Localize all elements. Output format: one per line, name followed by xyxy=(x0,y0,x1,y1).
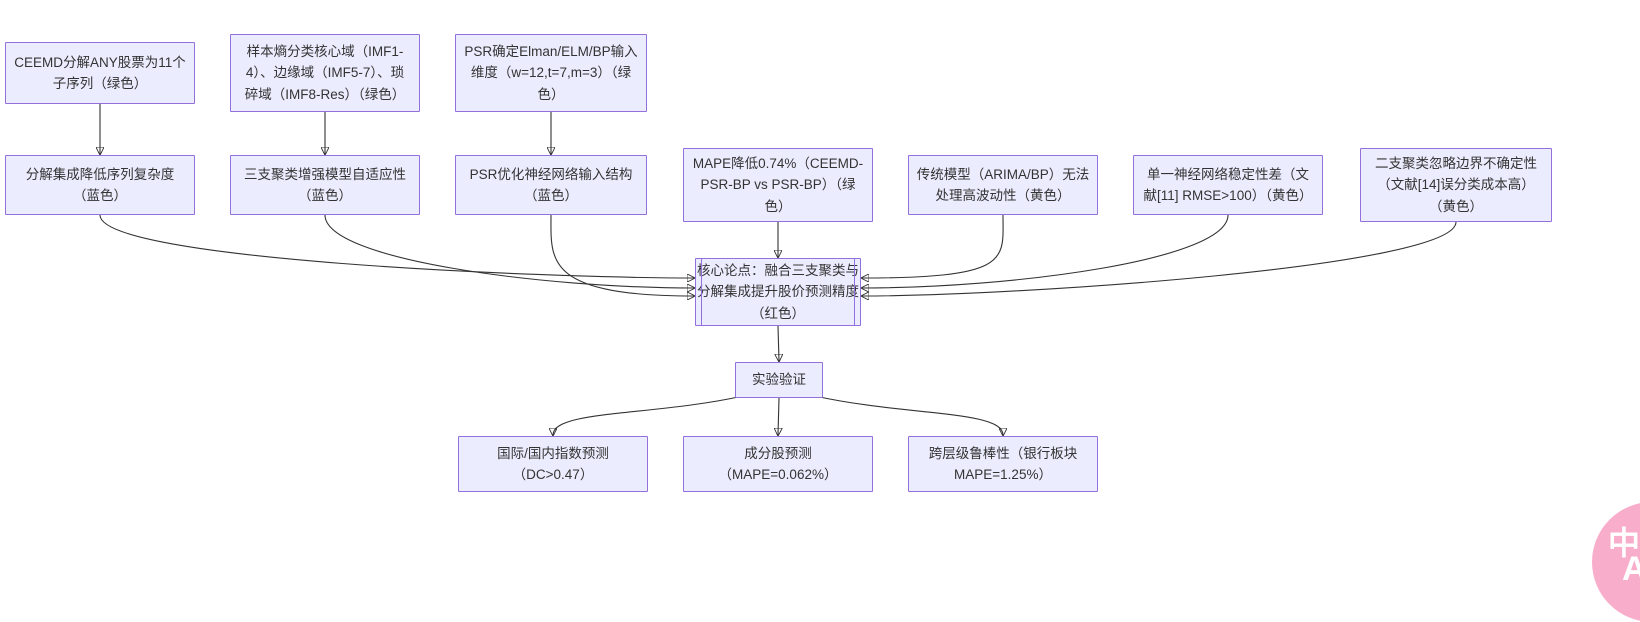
edge-I-K xyxy=(862,214,1229,288)
flow-node-I-line: 献[11] RMSE>100）（黄色） xyxy=(1143,188,1313,203)
flow-node-L-line: 实验验证 xyxy=(752,372,806,388)
flow-node-I-line: 单一神经网络稳定性差（文 xyxy=(1147,166,1309,182)
edge-L-O xyxy=(814,395,1003,435)
edge-K-L xyxy=(778,325,779,361)
flow-node-O: 跨层级鲁棒性（银行板块 MAPE=1.25%） xyxy=(908,436,1098,492)
flow-node-F: PSR优化神经网络输入结构 （蓝色） xyxy=(455,155,647,215)
edge-L-N xyxy=(778,397,779,435)
flow-node-J: 二支聚类忽略边界不确定性 （文献[14]误分类成本高） （黄色） xyxy=(1360,148,1552,222)
flow-node-D: 分解集成降低序列复杂度 （蓝色） xyxy=(5,155,195,215)
flow-node-N-line: （MAPE=0.062%） xyxy=(718,467,838,482)
flow-node-B-line: 4）、边缘域（IMF5-7）、琐 xyxy=(245,65,405,81)
flow-node-E-line: 三支聚类增强模型自适应性 xyxy=(244,166,406,182)
flow-node-C: PSR确定Elman/ELM/BP输入维度（w=12,t=7,m=3）（绿色） xyxy=(455,34,647,112)
flow-node-M-line: （DC>0.47） xyxy=(512,467,594,482)
flow-node-J-line: （黄色） xyxy=(1429,198,1483,214)
flow-node-B-line: 样本熵分类核心域（IMF1- xyxy=(246,44,404,59)
flow-node-M: 国际/国内指数预测 （DC>0.47） xyxy=(458,436,648,492)
flow-node-K: 核心论点：融合三支聚类与分解集成提升股价预测精度 （红色） xyxy=(695,258,861,326)
flow-node-B-line: 碎域（IMF8-Res）（绿色） xyxy=(244,86,406,102)
flow-node-F-line: PSR优化神经网络输入结构 xyxy=(469,166,633,182)
flow-node-M-line: 国际/国内指数预测 xyxy=(497,445,609,461)
flow-node-F-line: （蓝色） xyxy=(524,188,578,203)
flow-node-D-line: 分解集成降低序列复杂度 xyxy=(25,166,175,182)
flow-node-C-line: PSR确定Elman/ELM/BP输入 xyxy=(464,44,638,59)
flowchart-canvas: CEEMD分解ANY股票为11个子序列（绿色） 样本熵分类核心域（IMF1- 4）、… xyxy=(5,34,1640,622)
translate-badge-label-zh: 中 xyxy=(1608,525,1640,561)
flow-node-G-line: PSR-BP vs PSR-BP）（绿 xyxy=(700,177,856,193)
edge-H-K xyxy=(862,214,1004,278)
flow-node-C-line: 维度（w=12,t=7,m=3）（绿 xyxy=(470,65,632,81)
translate-badge[interactable]: 中 A xyxy=(1592,502,1640,622)
translate-badge-label-en: A xyxy=(1622,550,1640,588)
flow-node-J-line: 二支聚类忽略边界不确定性 xyxy=(1375,156,1537,171)
flow-node-H-line: 传统模型（ARIMA/BP）无法 xyxy=(916,166,1090,182)
flow-node-E-line: （蓝色） xyxy=(298,188,352,203)
edge-F-K xyxy=(550,214,694,296)
flow-node-G: MAPE降低0.74%（CEEMD- PSR-BP vs PSR-BP）（绿色） xyxy=(683,148,873,222)
flow-node-L: 实验验证 xyxy=(735,362,823,398)
flow-node-J-line: （文献[14]误分类成本高） xyxy=(1377,177,1535,193)
flow-node-A: CEEMD分解ANY股票为11个子序列（绿色） xyxy=(5,42,195,104)
flow-node-K-line: 核心论点：融合三支聚类与 xyxy=(697,263,859,279)
edge-D-K xyxy=(99,214,694,278)
edge-L-M xyxy=(553,395,744,435)
flow-node-A-line: CEEMD分解ANY股票为11个 xyxy=(14,54,186,70)
flow-node-N-line: 成分股预测 xyxy=(744,445,812,461)
flow-node-K-line: （红色） xyxy=(751,305,805,321)
flow-node-A-line: 子序列（绿色） xyxy=(52,76,148,91)
flow-node-G-line: MAPE降低0.74%（CEEMD- xyxy=(692,156,864,171)
edge-J-K xyxy=(862,221,1457,296)
edge-E-K xyxy=(324,214,694,288)
flow-node-O-line: 跨层级鲁棒性（银行板块 xyxy=(928,445,1078,461)
flow-node-G-line: 色） xyxy=(764,198,792,214)
flow-node-C-line: 色） xyxy=(537,86,565,102)
flow-node-E: 三支聚类增强模型自适应性 （蓝色） xyxy=(230,155,420,215)
flow-node-B: 样本熵分类核心域（IMF1- 4）、边缘域（IMF5-7）、琐碎域（IMF8-Re… xyxy=(230,34,420,112)
flow-node-N: 成分股预测 （MAPE=0.062%） xyxy=(683,436,873,492)
flow-node-I: 单一神经网络稳定性差（文献[11] RMSE>100）（黄色） xyxy=(1133,155,1323,215)
flow-node-D-line: （蓝色） xyxy=(73,188,127,203)
flow-node-H-line: 处理高波动性（黄色） xyxy=(935,188,1071,203)
flow-node-K-line: 分解集成提升股价预测精度 xyxy=(697,284,859,300)
flow-node-O-line: MAPE=1.25%） xyxy=(954,467,1052,482)
flow-node-H: 传统模型（ARIMA/BP）无法处理高波动性（黄色） xyxy=(908,155,1098,215)
